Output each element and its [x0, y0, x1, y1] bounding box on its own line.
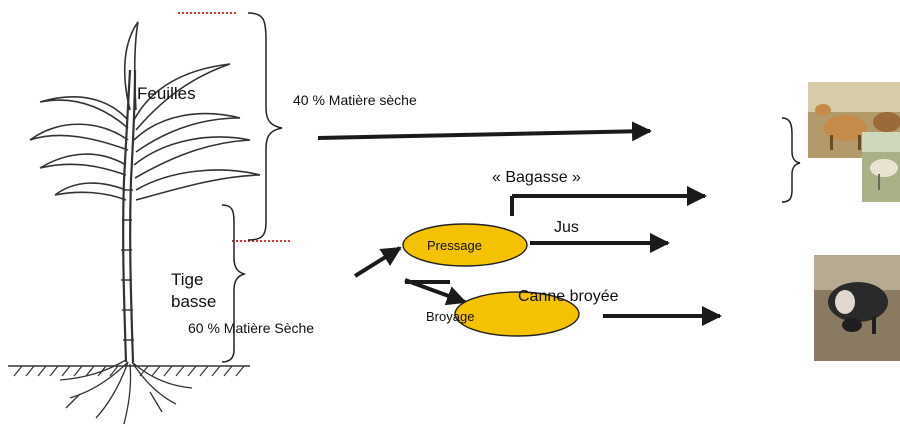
pig-photo — [814, 255, 900, 361]
to-pressing-arrow — [353, 246, 402, 278]
leaves-arrow — [317, 121, 652, 142]
juice-label: Jus — [554, 219, 579, 236]
crushing-label: Broyage — [426, 309, 475, 324]
leaves-brace — [247, 12, 283, 241]
bagasse-label: « Bagasse » — [492, 169, 581, 186]
stem-label-line2: basse — [171, 292, 217, 311]
leaves-label: Feuilles — [137, 84, 196, 103]
pressing-label: Pressage — [427, 238, 482, 253]
stem — [122, 69, 132, 363]
goat-photo — [862, 132, 900, 202]
animals-brace — [781, 117, 801, 203]
crushing-process — [454, 291, 580, 337]
pressing-process — [402, 223, 528, 267]
stem-label-line1: Tige — [171, 270, 204, 289]
crushed-cane-label: Canne broyée — [518, 288, 619, 305]
roots — [59, 359, 193, 425]
ground-hatching — [13, 365, 245, 377]
leaves — [29, 21, 261, 201]
sugarcane-plant — [8, 21, 261, 425]
leaves-dry-matter-label: 40 % Matière sèche — [293, 92, 417, 108]
flow-arrows — [317, 121, 722, 326]
stem-dry-matter-label: 60 % Matière Sèche — [188, 320, 315, 336]
stem-brace — [221, 204, 247, 363]
